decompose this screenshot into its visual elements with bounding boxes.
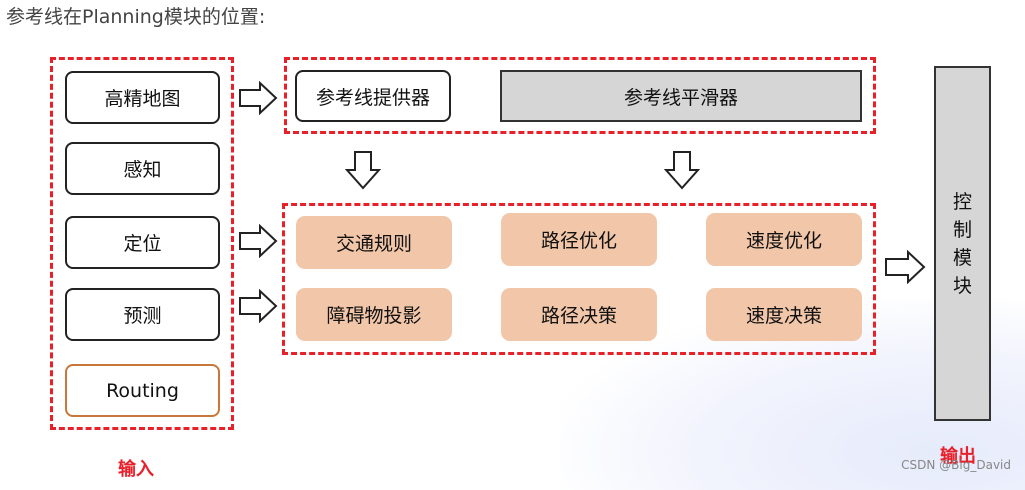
control-module: 控 制 模 块 [934, 66, 991, 421]
input-label: 输入 [118, 459, 154, 480]
input-prediction: 预测 [65, 288, 220, 341]
input-hd-map: 高精地图 [65, 71, 220, 124]
arrow-planning-to-control [885, 250, 926, 284]
planning-path-decision: 路径决策 [501, 288, 657, 341]
input-localization: 定位 [65, 216, 220, 269]
reference-line-frame [284, 57, 876, 134]
control-char-2: 制 [952, 218, 972, 241]
input-group-frame [50, 57, 234, 430]
planning-obstacle-projection: 障碍物投影 [296, 288, 452, 341]
arrow-localization-to-planning [239, 224, 278, 258]
arrow-prediction-to-planning [239, 289, 278, 323]
page-title: 参考线在Planning模块的位置: [6, 6, 266, 28]
reference-line-smoother: 参考线平滑器 [500, 70, 862, 122]
arrow-provider-down [345, 151, 381, 190]
reference-line-provider: 参考线提供器 [295, 70, 451, 122]
control-char-1: 控 [952, 190, 972, 213]
planning-traffic-rules: 交通规则 [296, 216, 452, 269]
planning-speed-optimization: 速度优化 [706, 213, 862, 266]
control-char-4: 块 [952, 274, 972, 297]
control-char-3: 模 [952, 246, 972, 269]
arrow-map-to-provider [239, 81, 278, 115]
planning-speed-decision: 速度决策 [706, 288, 862, 341]
planning-modules-frame [282, 203, 876, 355]
planning-path-optimization: 路径优化 [501, 213, 657, 266]
output-label: 输出 [940, 446, 976, 467]
watermark: CSDN @Big_David [901, 458, 1011, 472]
arrow-smoother-down [664, 151, 700, 190]
input-routing: Routing [65, 364, 220, 417]
input-perception: 感知 [65, 142, 220, 195]
